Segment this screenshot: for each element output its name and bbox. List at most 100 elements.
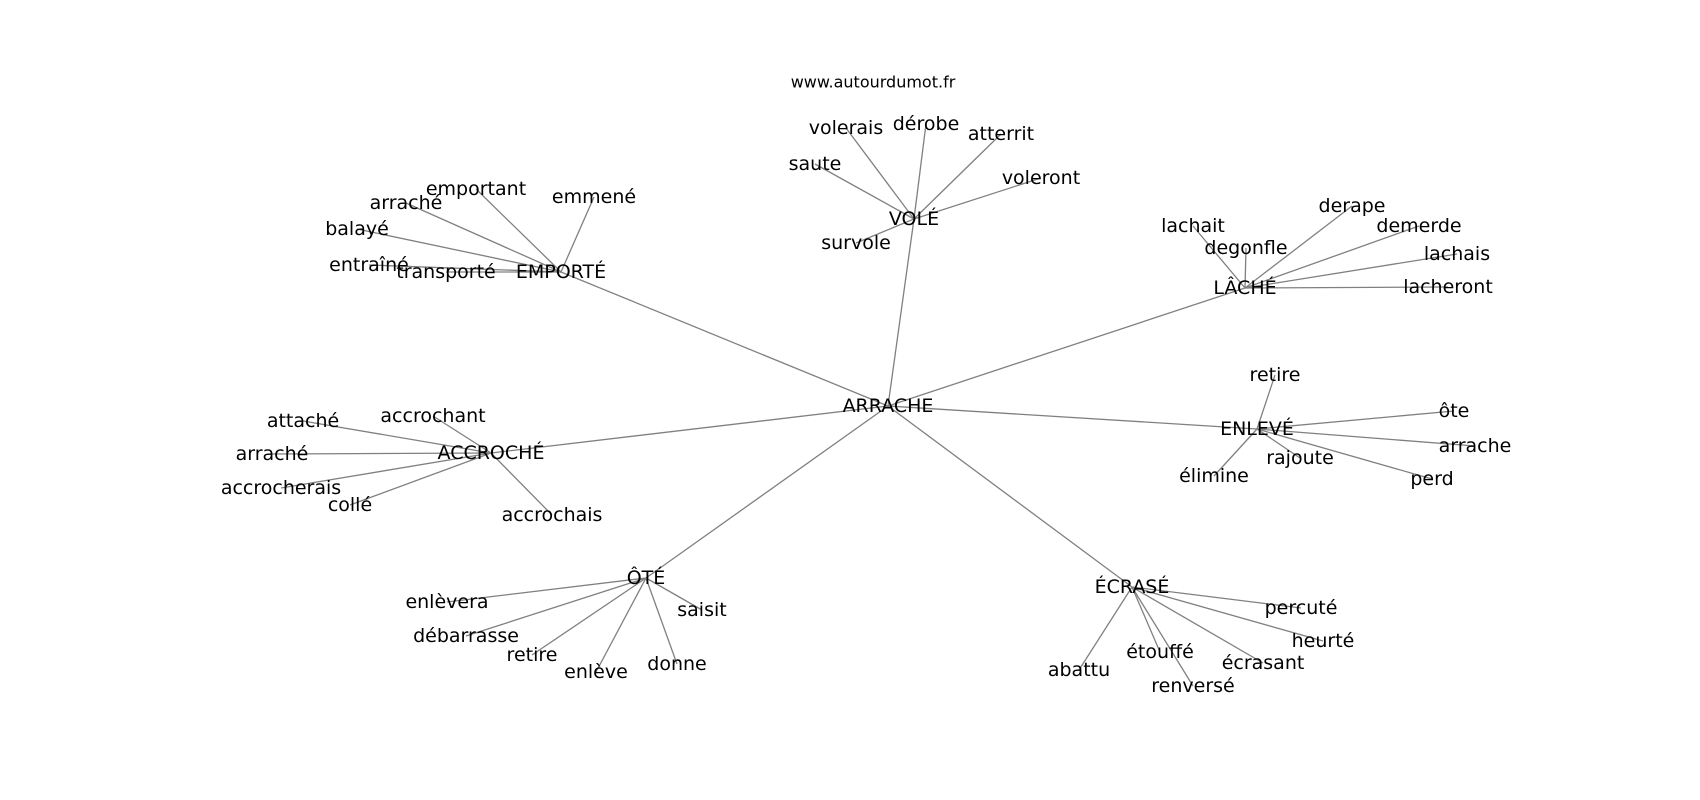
leaf-node-lache-4[interactable]: lachais bbox=[1424, 243, 1490, 265]
edge-lache-leaf-0 bbox=[1244, 205, 1353, 289]
leaf-node-emporte-0[interactable]: emportant bbox=[426, 178, 526, 200]
leaf-node-enleve-1[interactable]: ôte bbox=[1439, 400, 1470, 422]
leaf-node-ecrase-0[interactable]: percuté bbox=[1265, 597, 1338, 619]
edge-center-vole bbox=[887, 218, 915, 407]
edge-accroche-leaf-5 bbox=[490, 452, 553, 516]
leaf-node-enleve-3[interactable]: rajoute bbox=[1266, 447, 1334, 469]
edge-ecrase-leaf-1 bbox=[1131, 586, 1324, 642]
leaf-node-ote-2[interactable]: débarrasse bbox=[413, 625, 519, 647]
edge-vole-leaf-4 bbox=[913, 177, 1042, 220]
leaf-node-ote-0[interactable]: enlèvera bbox=[405, 591, 488, 613]
leaf-node-emporte-5[interactable]: transporté bbox=[396, 261, 495, 283]
leaf-node-accroche-5[interactable]: accrochais bbox=[502, 504, 603, 526]
edge-emporte-leaf-3 bbox=[356, 228, 562, 273]
leaf-node-ote-3[interactable]: retire bbox=[507, 644, 558, 666]
edge-ecrase-leaf-5 bbox=[1131, 586, 1194, 687]
leaf-node-emporte-4[interactable]: entraîné bbox=[329, 254, 409, 276]
edge-ote-leaf-1 bbox=[645, 577, 703, 611]
edge-accroche-leaf-2 bbox=[271, 452, 492, 455]
edge-accroche-leaf-0 bbox=[432, 415, 492, 454]
leaf-node-accroche-0[interactable]: accrochant bbox=[380, 405, 485, 427]
leaf-node-emporte-2[interactable]: arraché bbox=[370, 192, 443, 214]
edge-ecrase-leaf-0 bbox=[1131, 586, 1302, 609]
leaf-node-vole-5[interactable]: survole bbox=[821, 232, 891, 254]
leaf-node-lache-5[interactable]: lacheront bbox=[1403, 276, 1493, 298]
edge-enleve-leaf-2 bbox=[1256, 428, 1476, 447]
edge-emporte-leaf-1 bbox=[560, 196, 595, 273]
leaf-node-enleve-5[interactable]: perd bbox=[1410, 468, 1453, 490]
edge-center-emporte bbox=[560, 271, 889, 407]
leaf-node-ecrase-3[interactable]: écrasant bbox=[1222, 652, 1305, 674]
hub-node-enleve[interactable]: ENLEVÉ bbox=[1220, 417, 1294, 440]
leaf-node-lache-1[interactable]: demerde bbox=[1376, 215, 1461, 237]
edge-emporte-leaf-2 bbox=[405, 202, 562, 273]
edge-ote-leaf-2 bbox=[465, 577, 647, 637]
edge-lache-leaf-2 bbox=[1192, 225, 1246, 289]
edge-lache-leaf-4 bbox=[1244, 253, 1458, 289]
edge-lache-leaf-5 bbox=[1244, 286, 1449, 289]
leaf-node-vole-1[interactable]: dérobe bbox=[893, 113, 960, 135]
edge-lache-leaf-3 bbox=[1244, 247, 1247, 289]
edge-center-lache bbox=[887, 287, 1246, 407]
leaf-node-ote-4[interactable]: enlève bbox=[564, 661, 628, 683]
leaf-node-ote-5[interactable]: donne bbox=[647, 653, 706, 675]
leaf-node-lache-0[interactable]: derape bbox=[1319, 195, 1386, 217]
edge-enleve-leaf-5 bbox=[1256, 428, 1433, 480]
leaf-node-vole-3[interactable]: saute bbox=[789, 153, 842, 175]
edge-emporte-leaf-4 bbox=[368, 264, 562, 273]
hub-node-lache[interactable]: LÂCHÉ bbox=[1213, 276, 1276, 299]
leaf-node-accroche-3[interactable]: accrocherais bbox=[221, 477, 341, 499]
edge-vole-leaf-5 bbox=[855, 218, 915, 244]
hub-node-vole[interactable]: VOLÉ bbox=[889, 207, 939, 230]
edge-accroche-leaf-1 bbox=[302, 420, 492, 454]
hub-node-ecrase[interactable]: ÉCRASÉ bbox=[1095, 575, 1170, 598]
leaf-node-accroche-1[interactable]: attaché bbox=[267, 410, 339, 432]
edge-enleve-leaf-1 bbox=[1256, 410, 1455, 430]
edge-ecrase-leaf-2 bbox=[1131, 586, 1161, 653]
leaf-node-ecrase-4[interactable]: abattu bbox=[1048, 659, 1110, 681]
leaf-node-emporte-1[interactable]: emmené bbox=[552, 186, 636, 208]
center-node-label[interactable]: ARRACHE bbox=[843, 395, 934, 417]
edge-enleve-leaf-4 bbox=[1213, 428, 1258, 477]
edge-enleve-leaf-0 bbox=[1256, 374, 1276, 430]
edge-enleve-leaf-3 bbox=[1256, 428, 1301, 459]
leaf-node-enleve-4[interactable]: élimine bbox=[1179, 465, 1249, 487]
leaf-node-ecrase-2[interactable]: étouffé bbox=[1126, 641, 1194, 663]
leaf-node-accroche-2[interactable]: arraché bbox=[236, 443, 309, 465]
edge-accroche-leaf-4 bbox=[349, 452, 492, 506]
edge-center-ecrase bbox=[887, 405, 1133, 588]
edge-emporte-leaf-0 bbox=[475, 188, 562, 273]
leaf-node-accroche-4[interactable]: collé bbox=[328, 494, 372, 516]
leaf-node-vole-4[interactable]: voleront bbox=[1002, 167, 1080, 189]
hub-node-emporte[interactable]: EMPORTÉ bbox=[516, 260, 606, 283]
leaf-node-ecrase-5[interactable]: renversé bbox=[1151, 675, 1234, 697]
leaf-node-enleve-2[interactable]: arrache bbox=[1439, 435, 1512, 457]
edge-ote-leaf-3 bbox=[531, 577, 647, 656]
leaf-node-ote-1[interactable]: saisit bbox=[677, 599, 726, 621]
graph-edges bbox=[271, 123, 1476, 687]
hub-node-ote[interactable]: ÔTÉ bbox=[627, 565, 666, 589]
hub-node-accroche[interactable]: ACCROCHÉ bbox=[438, 441, 545, 464]
leaf-node-vole-0[interactable]: volerais bbox=[809, 117, 883, 139]
graph-nodes: ARRACHE VOLÉ volerais dérobe atterrit saute vo… bbox=[221, 113, 1512, 697]
leaf-node-lache-3[interactable]: degonfle bbox=[1204, 237, 1287, 259]
leaf-node-emporte-3[interactable]: balayé bbox=[325, 218, 389, 240]
leaf-node-enleve-0[interactable]: retire bbox=[1250, 364, 1301, 386]
source-credit: www.autourdumot.fr bbox=[791, 73, 956, 92]
edge-ecrase-leaf-3 bbox=[1131, 586, 1264, 664]
leaf-node-lache-2[interactable]: lachait bbox=[1161, 215, 1225, 237]
leaf-node-vole-2[interactable]: atterrit bbox=[968, 123, 1034, 145]
edge-center-accroche bbox=[490, 405, 889, 454]
edge-ote-leaf-4 bbox=[595, 577, 647, 673]
leaf-node-ecrase-1[interactable]: heurté bbox=[1292, 630, 1355, 652]
edge-vole-leaf-3 bbox=[814, 163, 915, 220]
edge-ote-leaf-0 bbox=[446, 577, 647, 603]
edge-ecrase-leaf-4 bbox=[1078, 586, 1133, 671]
edge-center-enleve bbox=[887, 405, 1258, 430]
edge-ote-leaf-5 bbox=[645, 577, 678, 665]
edge-vole-leaf-0 bbox=[845, 127, 915, 220]
edge-center-ote bbox=[645, 405, 889, 579]
edge-accroche-leaf-3 bbox=[280, 452, 492, 489]
edge-vole-leaf-2 bbox=[913, 133, 1002, 220]
